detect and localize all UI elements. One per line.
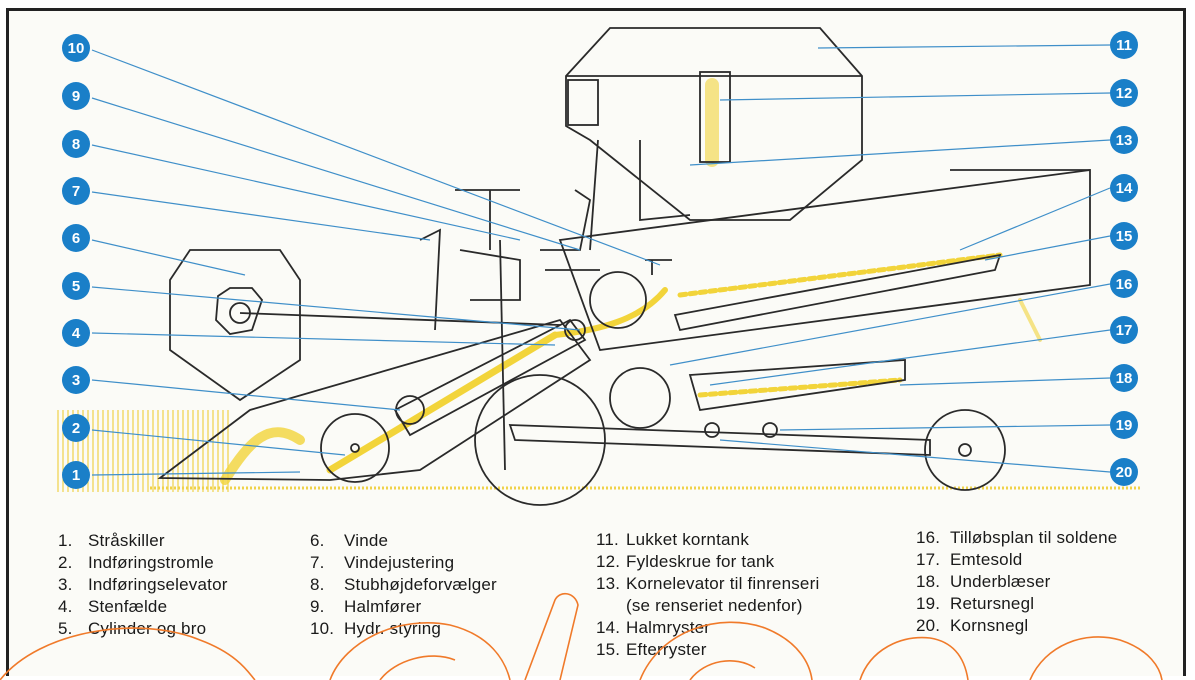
callout-5: 5 — [62, 272, 90, 300]
legend-item-19: 19.Retursnegl — [916, 594, 1035, 613]
svg-text:14: 14 — [1116, 180, 1133, 197]
callout-17: 17 — [1110, 316, 1138, 344]
callout-4: 4 — [62, 319, 90, 347]
svg-text:3: 3 — [72, 372, 80, 389]
legend-item-7: 7.Vindejustering — [310, 553, 455, 572]
legend-item-8: 8.Stubhøjdeforvælger — [310, 575, 497, 594]
legend-item-9: 9.Halmfører — [310, 597, 422, 616]
callout-11: 11 — [1110, 31, 1138, 59]
legend-item-18: 18.Underblæser — [916, 572, 1051, 591]
legend-item-11: 11.Lukket korntank — [596, 530, 750, 549]
svg-text:8: 8 — [72, 136, 80, 153]
svg-text:15: 15 — [1116, 228, 1133, 245]
diagram-frame — [6, 8, 1186, 676]
legend-item-17: 17.Emtesold — [916, 550, 1023, 569]
svg-text:6: 6 — [72, 230, 80, 247]
legend-item-13-note: (se renseriet nedenfor) — [626, 596, 803, 615]
callout-8: 8 — [62, 130, 90, 158]
legend-item-6: 6.Vinde — [310, 531, 389, 550]
svg-text:12: 12 — [1116, 85, 1133, 102]
callout-7: 7 — [62, 177, 90, 205]
combine-body — [157, 27, 1091, 506]
callout-9: 9 — [62, 82, 90, 110]
callout-10: 10 — [62, 34, 90, 62]
callout-12: 12 — [1110, 79, 1138, 107]
callout-14: 14 — [1110, 174, 1138, 202]
svg-text:11: 11 — [1116, 37, 1132, 54]
legend-item-16: 16.Tilløbsplan til soldene — [916, 528, 1118, 547]
callout-20: 20 — [1110, 458, 1138, 486]
svg-text:5: 5 — [72, 278, 80, 295]
svg-text:18: 18 — [1116, 370, 1133, 387]
legend-item-2: 2. Indføringstromle — [58, 553, 214, 572]
callout-19: 19 — [1110, 411, 1138, 439]
callout-6: 6 — [62, 224, 90, 252]
callout-badges: 1 2 3 4 5 6 7 8 9 10 11 12 13 14 15 16 1… — [62, 31, 1138, 489]
legend-item-14: 14.Halmryster — [596, 618, 711, 637]
svg-text:19: 19 — [1116, 417, 1133, 434]
svg-text:2: 2 — [72, 420, 80, 437]
callout-15: 15 — [1110, 222, 1138, 250]
svg-text:17: 17 — [1116, 322, 1133, 339]
callout-3: 3 — [62, 366, 90, 394]
leader-lines — [91, 44, 1111, 476]
svg-text:9: 9 — [72, 88, 80, 105]
svg-text:4: 4 — [72, 325, 81, 342]
svg-text:16: 16 — [1116, 276, 1133, 293]
callout-18: 18 — [1110, 364, 1138, 392]
legend-item-3: 3. Indføringselevator — [58, 575, 228, 594]
legend-item-13: 13.Kornelevator til finrenseri — [596, 574, 820, 593]
grain-flow — [220, 78, 1042, 485]
legend-item-20: 20.Kornsnegl — [916, 616, 1029, 635]
legend-column-4: 16.Tilløbsplan til soldene 17.Emtesold 1… — [916, 527, 1117, 637]
svg-text:1: 1 — [72, 467, 80, 484]
legend-item-15: 15.Efterryster — [596, 640, 707, 659]
svg-text:20: 20 — [1116, 464, 1133, 481]
callout-1: 1 — [62, 461, 90, 489]
legend-column-3: 11.Lukket korntank 12.Fyldeskrue for tan… — [596, 529, 819, 661]
legend-item-12: 12.Fyldeskrue for tank — [596, 552, 775, 571]
svg-text:7: 7 — [72, 183, 80, 200]
callout-13: 13 — [1110, 126, 1138, 154]
callout-2: 2 — [62, 414, 90, 442]
svg-text:10: 10 — [68, 40, 85, 57]
legend-item-4: 4. Stenfælde — [58, 597, 168, 616]
legend-item-1: 1. Stråskiller — [58, 531, 165, 550]
callout-16: 16 — [1110, 270, 1138, 298]
svg-text:13: 13 — [1116, 132, 1133, 149]
